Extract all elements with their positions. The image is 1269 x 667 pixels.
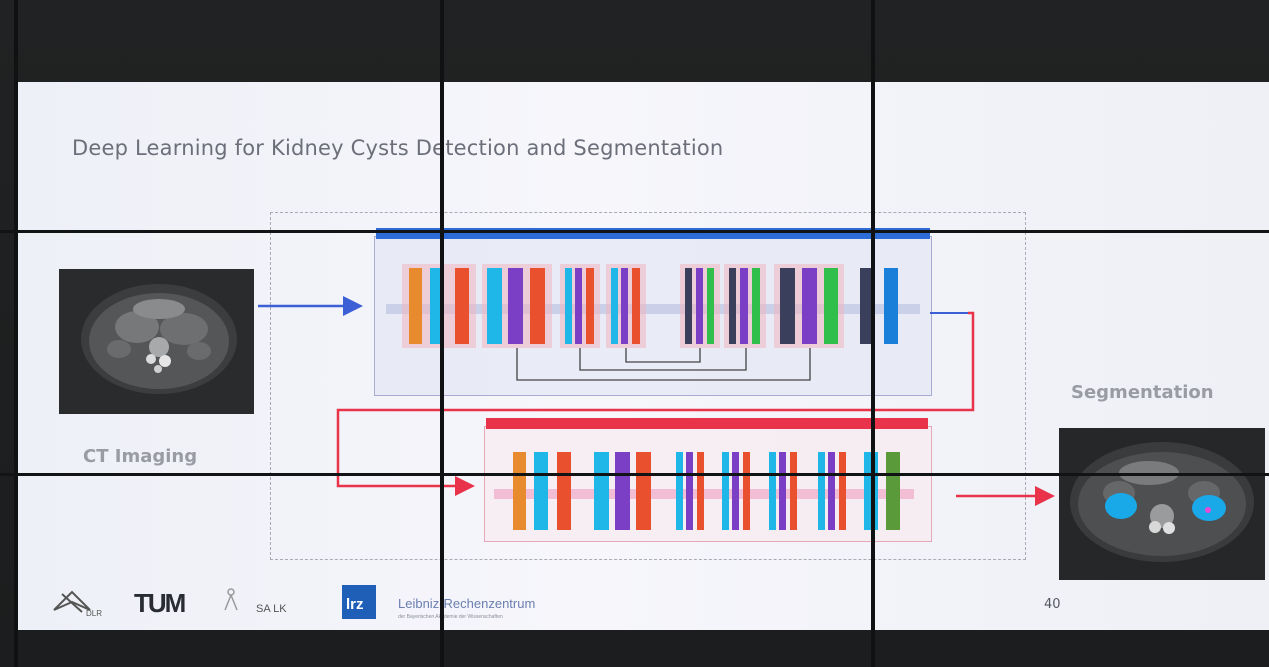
layer-block <box>409 268 422 344</box>
layer-block <box>696 268 703 344</box>
screen-bezel <box>440 0 444 667</box>
salk-logo-icon <box>224 588 238 611</box>
layer-block <box>508 268 523 344</box>
segmentation-scan-drawing <box>1059 428 1265 580</box>
kidney-left-mask <box>1105 493 1137 519</box>
layer-block <box>430 268 443 344</box>
layer-block <box>534 452 548 530</box>
layer-block <box>743 452 750 530</box>
layer-block <box>722 452 729 530</box>
layer-block <box>886 452 900 530</box>
layer-block <box>697 452 704 530</box>
layer-block <box>752 268 760 344</box>
model-dashed-frame <box>270 212 1026 560</box>
layer-block <box>615 452 630 530</box>
lrz-logo-icon <box>342 585 376 619</box>
segmentation-network-header-bar <box>486 418 928 429</box>
layer-block <box>575 268 582 344</box>
layer-block <box>594 452 609 530</box>
detection-to-segmentation-arrow <box>336 311 975 496</box>
segmentation-label: Segmentation <box>1071 382 1214 403</box>
lrz-logo-text: lrz <box>346 596 364 613</box>
layer-block <box>839 452 846 530</box>
ct-scan-drawing <box>59 269 254 414</box>
layer-block <box>779 452 786 530</box>
layer-block <box>676 452 683 530</box>
layer-block <box>487 268 502 344</box>
layer-block <box>828 452 835 530</box>
detection-flow-band <box>386 304 920 314</box>
layer-block <box>790 452 797 530</box>
layer-block <box>455 268 469 344</box>
salk-text: SA LK <box>256 603 287 615</box>
dlr-text: DLR <box>86 609 102 618</box>
lrz-subtitle: der Bayerischen Akademie der Wissenschaf… <box>398 614 503 620</box>
dlr-logo-icon <box>53 590 91 613</box>
segmentation-output-image <box>1059 428 1265 580</box>
layer-block <box>818 452 825 530</box>
layer-block <box>769 452 776 530</box>
skip-connection <box>625 348 701 363</box>
layer-block <box>686 452 693 530</box>
screen-bezel <box>871 0 875 667</box>
layer-block <box>530 268 545 344</box>
screen-bezel <box>0 473 1269 476</box>
skip-connection <box>579 348 747 371</box>
layer-block <box>513 452 526 530</box>
tum-logo: TUM <box>134 588 185 618</box>
layer-block <box>557 452 571 530</box>
layer-block <box>860 268 874 344</box>
page-number: 40 <box>1044 597 1061 612</box>
layer-block <box>632 268 640 344</box>
layer-block <box>884 268 898 344</box>
layer-block <box>621 268 628 344</box>
screen-bezel <box>0 230 1269 233</box>
lrz-name: Leibniz-Rechenzentrum <box>398 596 535 611</box>
layer-block <box>732 452 739 530</box>
detection-network-header-bar <box>376 228 930 239</box>
ct-input-image <box>59 269 254 414</box>
layer-block <box>780 268 795 344</box>
layer-block <box>740 268 748 344</box>
layer-block <box>729 268 736 344</box>
skip-connection <box>516 348 811 381</box>
layer-block <box>802 268 817 344</box>
layer-block <box>707 268 714 344</box>
layer-block <box>824 268 838 344</box>
segmentation-flow-band <box>494 489 914 499</box>
layer-block <box>611 268 618 344</box>
layer-block <box>636 452 651 530</box>
footer-logos: DLR TUM SA LK lrz Leibniz-Rechenzentrum … <box>48 582 608 622</box>
cyst-mask <box>1205 507 1211 513</box>
ct-imaging-label: CT Imaging <box>83 446 198 467</box>
layer-block <box>586 268 594 344</box>
screen-bezel <box>14 0 18 667</box>
slide-title: Deep Learning for Kidney Cysts Detection… <box>72 136 724 160</box>
logo-strip: DLR TUM SA LK lrz Leibniz-Rechenzentrum … <box>53 585 535 620</box>
layer-block <box>565 268 572 344</box>
layer-block <box>685 268 692 344</box>
